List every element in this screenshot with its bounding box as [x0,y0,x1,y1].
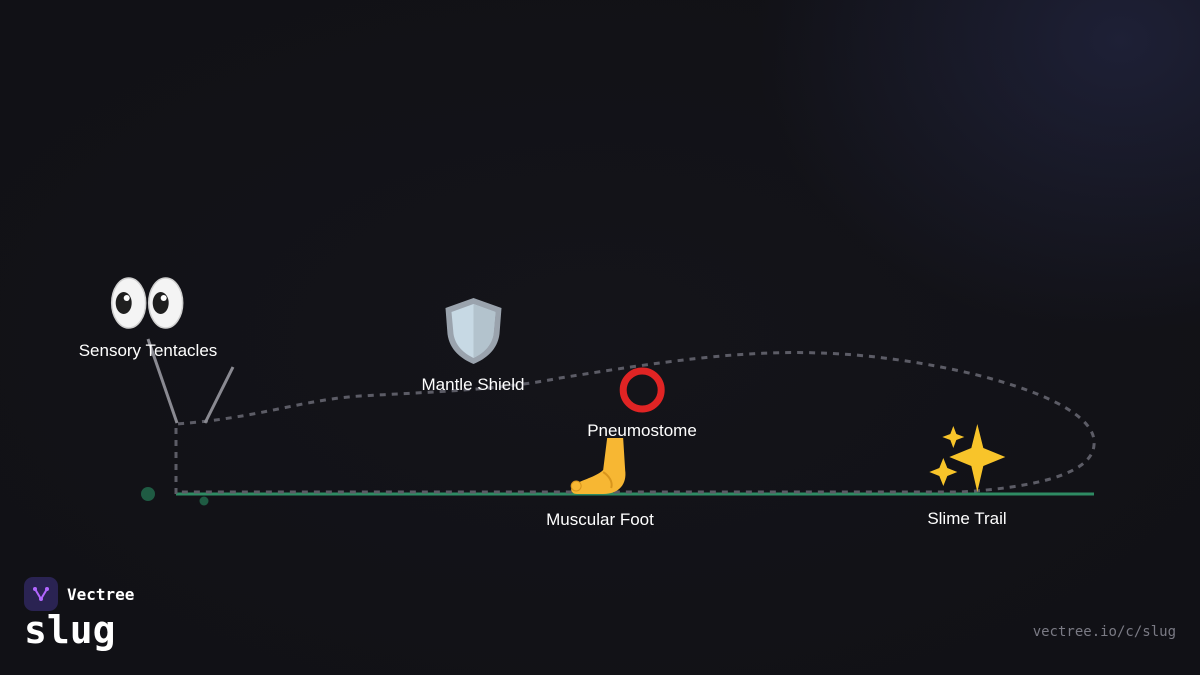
source-url: vectree.io/c/slug [1032,624,1176,640]
part-mantle-shield: Mantle Shield [421,296,525,395]
sparkles-icon [927,424,1006,495]
page-title: slug [24,608,116,652]
part-muscular-foot: Muscular Foot [546,436,654,530]
foot-icon [546,436,654,501]
vectree-logo-icon [24,577,58,611]
part-label: Mantle Shield [421,375,525,394]
slime-droplet [141,487,155,501]
part-pneumostome: Pneumostome [587,366,697,441]
brand: Vectree [24,577,134,611]
ring-icon [587,366,697,417]
body-outline [174,351,1096,494]
antenna-right [203,366,235,424]
slime-droplet [199,496,209,506]
part-label: Pneumostome [587,421,697,440]
part-sensory-tentacles: Sensory Tentacles [78,274,218,361]
antenna-left [146,338,179,424]
part-label: Muscular Foot [546,510,654,529]
part-label: Slime Trail [927,509,1007,528]
eyes-icon [79,274,218,335]
brand-name: Vectree [67,584,135,604]
part-slime-trail: Slime Trail [927,424,1007,529]
shield-icon [421,296,524,369]
part-label: Sensory Tentacles [78,341,218,360]
